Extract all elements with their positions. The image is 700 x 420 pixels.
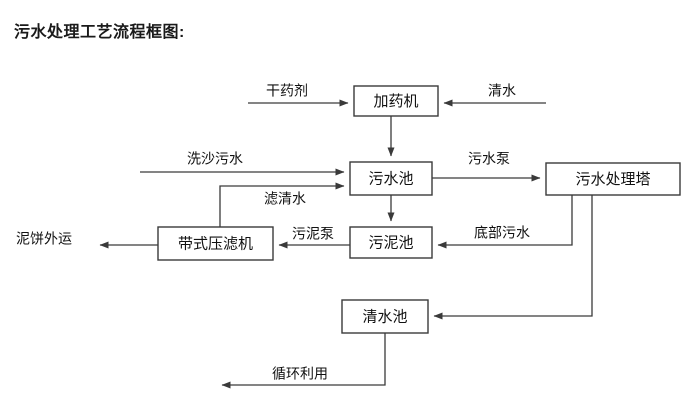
edge-label-filtrate_water: 滤清水 [264, 191, 306, 207]
node-box-clear_water_pool [341, 299, 429, 334]
node-box-dosing_machine [353, 85, 439, 117]
edge-filtrate-to-wastewater-pool [219, 182, 345, 227]
terminal-label-clean_water: 清水 [488, 83, 516, 99]
node-clear_water_pool[interactable]: 清水池 [341, 299, 429, 334]
node-box-treatment_tower [545, 162, 681, 196]
terminal-label-cake_haul_out: 泥饼外运 [16, 231, 72, 247]
node-label-treatment_tower: 污水处理塔 [575, 171, 650, 188]
edge-tower-to-clear-water-pool [433, 195, 593, 320]
node-label-wastewater_pool: 污水池 [368, 170, 413, 187]
node-label-sludge_pool: 污泥池 [368, 234, 413, 251]
node-box-sludge_pool [349, 226, 433, 259]
node-wastewater_pool[interactable]: 污水池 [349, 161, 433, 196]
node-belt_filter_press[interactable]: 带式压滤机 [157, 226, 274, 261]
edge-clear-water-to-recycle [221, 333, 386, 389]
terminal-label-sand_wash_ww: 洗沙污水 [187, 151, 243, 167]
edge-label-bottom_wastewater: 底部污水 [474, 225, 530, 241]
node-label-clear_water_pool: 清水池 [362, 308, 407, 325]
edge-label-wastewater_pump: 污水泵 [468, 151, 510, 167]
edge-label-recycle_reuse: 循环利用 [272, 366, 328, 382]
terminal-label-dry_chemical: 干药剂 [266, 83, 308, 99]
node-treatment_tower[interactable]: 污水处理塔 [545, 162, 681, 196]
edge-tower-bottom-to-sludge [437, 195, 573, 249]
page-title: 污水处理工艺流程框图: [14, 24, 185, 41]
node-label-dosing_machine: 加药机 [373, 93, 418, 110]
node-box-belt_filter_press [157, 226, 274, 261]
node-dosing_machine[interactable]: 加药机 [353, 85, 439, 117]
node-label-belt_filter_press: 带式压滤机 [178, 235, 253, 252]
node-box-wastewater_pool [349, 161, 433, 196]
edge-label-sludge_pump: 污泥泵 [292, 226, 334, 242]
node-sludge_pool[interactable]: 污泥池 [349, 226, 433, 259]
edges-layer [99, 99, 593, 389]
